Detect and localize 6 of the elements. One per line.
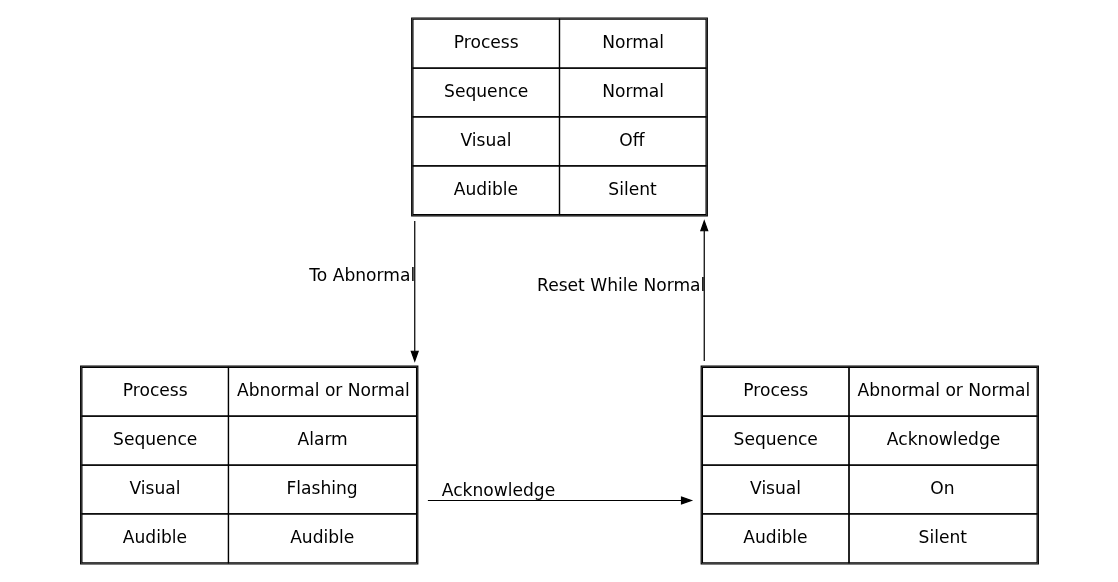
edge-label: Reset While Normal [536, 275, 705, 296]
arrow [409, 220, 419, 363]
arrow [699, 219, 709, 362]
edge-label: Acknowledge [441, 479, 555, 500]
arrow [426, 496, 693, 505]
edge-label: To Abnormal [308, 265, 415, 286]
